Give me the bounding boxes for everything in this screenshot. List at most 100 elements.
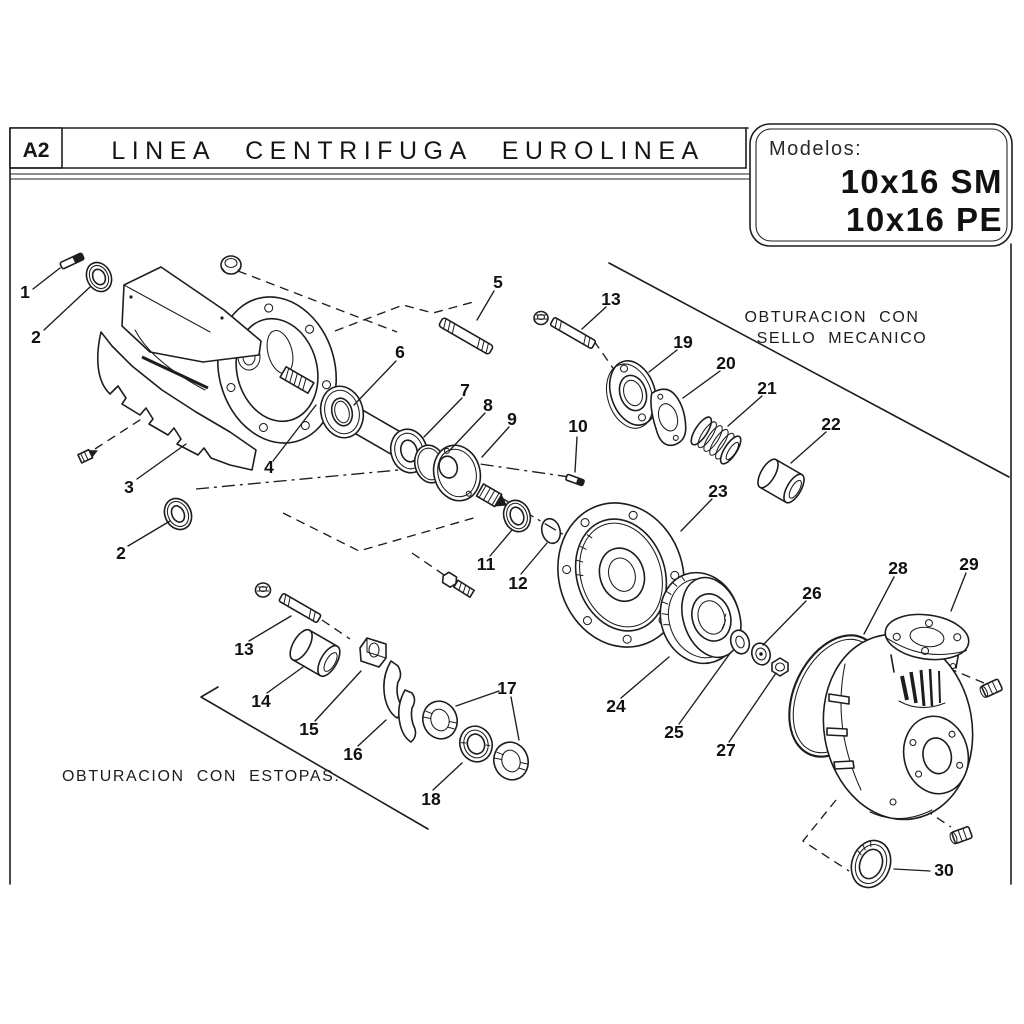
stud-5: [438, 317, 494, 355]
svg-text:8: 8: [483, 395, 493, 415]
svg-text:2: 2: [116, 543, 126, 563]
seal-gland-19: [606, 360, 658, 429]
svg-text:21: 21: [757, 378, 777, 398]
casing-seal-30: [850, 839, 892, 889]
svg-text:17: 17: [497, 678, 516, 698]
callout-5: 5: [476, 272, 503, 321]
svg-text:4: 4: [264, 457, 274, 477]
gasket-20: [650, 388, 687, 447]
shaft-threaded-stub: [279, 366, 315, 394]
callout-6: 6: [353, 342, 405, 406]
svg-text:26: 26: [802, 583, 822, 603]
shaft-sleeve-22: [757, 458, 805, 504]
svg-text:19: 19: [673, 332, 693, 352]
shaft-hub-flange: [432, 444, 482, 502]
dashed-zigzag: [334, 300, 478, 332]
shaft-spline-tip: [475, 483, 507, 508]
packing-ring-17a: [421, 700, 459, 740]
svg-text:30: 30: [934, 860, 954, 880]
callout-17: 17: [455, 678, 520, 741]
svg-text:14: 14: [251, 691, 271, 711]
models-box-outer: [749, 123, 1013, 247]
callout-2b: 2: [116, 520, 171, 563]
callout-22: 22: [790, 414, 841, 464]
packing-ring-17b: [492, 741, 530, 781]
callout-21: 21: [727, 378, 777, 427]
callout-1: 1: [20, 267, 61, 302]
key-pin-1: [59, 252, 85, 270]
svg-text:10: 10: [568, 416, 588, 436]
hex-nut-13-bottom: [254, 582, 272, 598]
callout-9: 9: [481, 409, 517, 458]
dashed-stud-axis-bottom: [321, 619, 351, 640]
casing-gussets: [898, 668, 946, 709]
svg-text:15: 15: [299, 719, 319, 739]
callout-2a: 2: [31, 286, 91, 347]
svg-text:2: 2: [31, 327, 41, 347]
callout-10: 10: [568, 416, 588, 473]
page-frame: A2 LINEA CENTRIFUGA EUROLINEA: [9, 127, 1012, 885]
bearing-housing: [96, 266, 338, 471]
svg-text:27: 27: [716, 740, 735, 760]
housing-top-block: [121, 266, 262, 363]
casing-plug-top: [979, 678, 1003, 698]
stuffing-boundary: [200, 686, 429, 830]
callout-12: 12: [508, 542, 548, 593]
callout-23: 23: [680, 481, 728, 532]
callout-7: 7: [423, 380, 470, 438]
svg-text:11: 11: [477, 554, 496, 574]
lantern-ring-18: [458, 725, 494, 763]
svg-text:12: 12: [508, 573, 528, 593]
callout-30: 30: [893, 860, 954, 880]
mech-seal-boundary: [608, 262, 1010, 478]
seal-plate-23: [557, 502, 685, 648]
callout-25: 25: [664, 651, 732, 742]
models-panel: Modelos: 10x16 SM 10x16 PE: [749, 123, 1013, 247]
sheet-code-box: [9, 127, 63, 169]
seal-spring-21: [690, 416, 742, 465]
casing-plug-bottom: [949, 826, 973, 845]
callout-11: 11: [477, 529, 513, 574]
stud-13-bottom: [278, 593, 322, 623]
callout-27: 27: [716, 672, 777, 760]
callout-13-top: 13: [581, 289, 621, 330]
svg-text:13: 13: [601, 289, 621, 309]
volute-casing-29: [822, 613, 974, 821]
dashed-fitting-axis: [94, 417, 144, 450]
svg-text:29: 29: [959, 554, 979, 574]
stud-13-top: [549, 317, 597, 349]
mech-seal-note-line1: OBTURACION CON: [744, 309, 919, 326]
svg-text:3: 3: [124, 477, 134, 497]
washer-25: [729, 629, 751, 655]
svg-text:24: 24: [606, 696, 626, 716]
model-1: 10x16 SM: [841, 163, 1003, 200]
svg-text:13: 13: [234, 639, 254, 659]
svg-text:25: 25: [664, 722, 684, 742]
stuffing-box-group: [254, 582, 530, 781]
cap-bolt: [441, 571, 475, 598]
callout-28: 28: [863, 558, 908, 635]
packing-sleeve-14: [289, 628, 341, 678]
dashdot-mid-boundary: [195, 462, 584, 490]
dashed-seal-axis: [802, 799, 850, 872]
impeller-nut-27: [771, 657, 789, 677]
casing-rib: [828, 693, 850, 705]
shaft-assembly: [279, 366, 507, 508]
mech-seal-note-line2: SELLO MECANICO: [757, 330, 928, 347]
page-title: LINEA CENTRIFUGA EUROLINEA: [111, 137, 704, 165]
callout-16: 16: [343, 719, 387, 764]
svg-text:20: 20: [716, 353, 736, 373]
grease-fitting-3: [77, 448, 98, 464]
discharge-flange: [884, 613, 970, 661]
sheet-code: A2: [23, 139, 50, 162]
gland-half-15: [359, 637, 387, 668]
washer-11: [502, 499, 532, 533]
svg-text:22: 22: [821, 414, 841, 434]
seal-ring-2b: [163, 497, 193, 531]
callout-20: 20: [682, 353, 736, 399]
callout-15: 15: [299, 670, 362, 739]
callout-19: 19: [648, 332, 693, 373]
bearing-front: [319, 385, 365, 439]
impeller-24: [659, 571, 742, 665]
